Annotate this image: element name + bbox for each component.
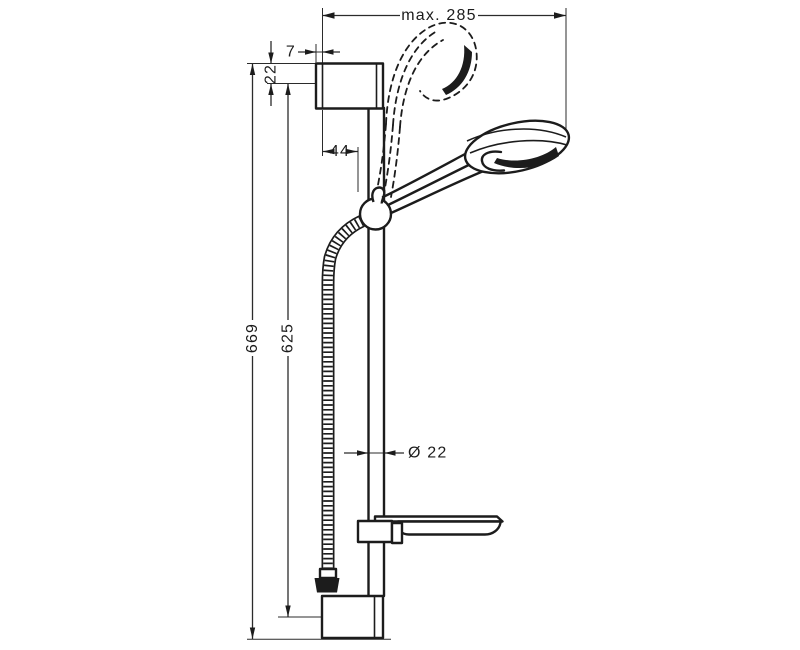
soap-dish-clamp — [356, 519, 394, 544]
dimension-bar-diameter: Ø 22 — [344, 445, 448, 462]
dimension-mounting-hole-distance: 625 — [278, 83, 322, 618]
dimension-bracket-height: 22 — [247, 41, 316, 106]
dim-label-wall-plate-thickness: 7 — [286, 44, 296, 61]
dim-label-bar-diameter: Ø 22 — [408, 445, 448, 462]
dimension-holder-offset: 44 — [322, 110, 359, 192]
hand-shower — [381, 119, 571, 215]
dim-label-overall-width: max. 285 — [401, 7, 476, 24]
raised-spray-face — [442, 45, 472, 95]
spray-face — [494, 147, 559, 169]
dim-label-mounting-hole-distance: 625 — [280, 323, 297, 353]
hand-shower-raised-position — [376, 21, 478, 198]
dim-label-holder-offset: 44 — [330, 143, 350, 160]
dim-label-overall-height: 669 — [244, 323, 261, 353]
dim-label-bracket-height: 22 — [263, 64, 280, 84]
soap-dish — [356, 515, 504, 545]
slider-holder — [358, 186, 393, 231]
dimension-wall-plate-thickness: 7 — [286, 44, 340, 62]
shower-hose — [321, 215, 365, 570]
bottom-wall-bracket — [320, 594, 385, 640]
holder-release-tab — [371, 186, 386, 204]
hose-connector-nut — [314, 567, 340, 593]
dimension-overall-width: max. 285 — [322, 7, 567, 138]
top-wall-bracket — [314, 62, 385, 110]
dimension-overall-height: 669 — [244, 63, 391, 640]
shower-head — [463, 119, 571, 175]
